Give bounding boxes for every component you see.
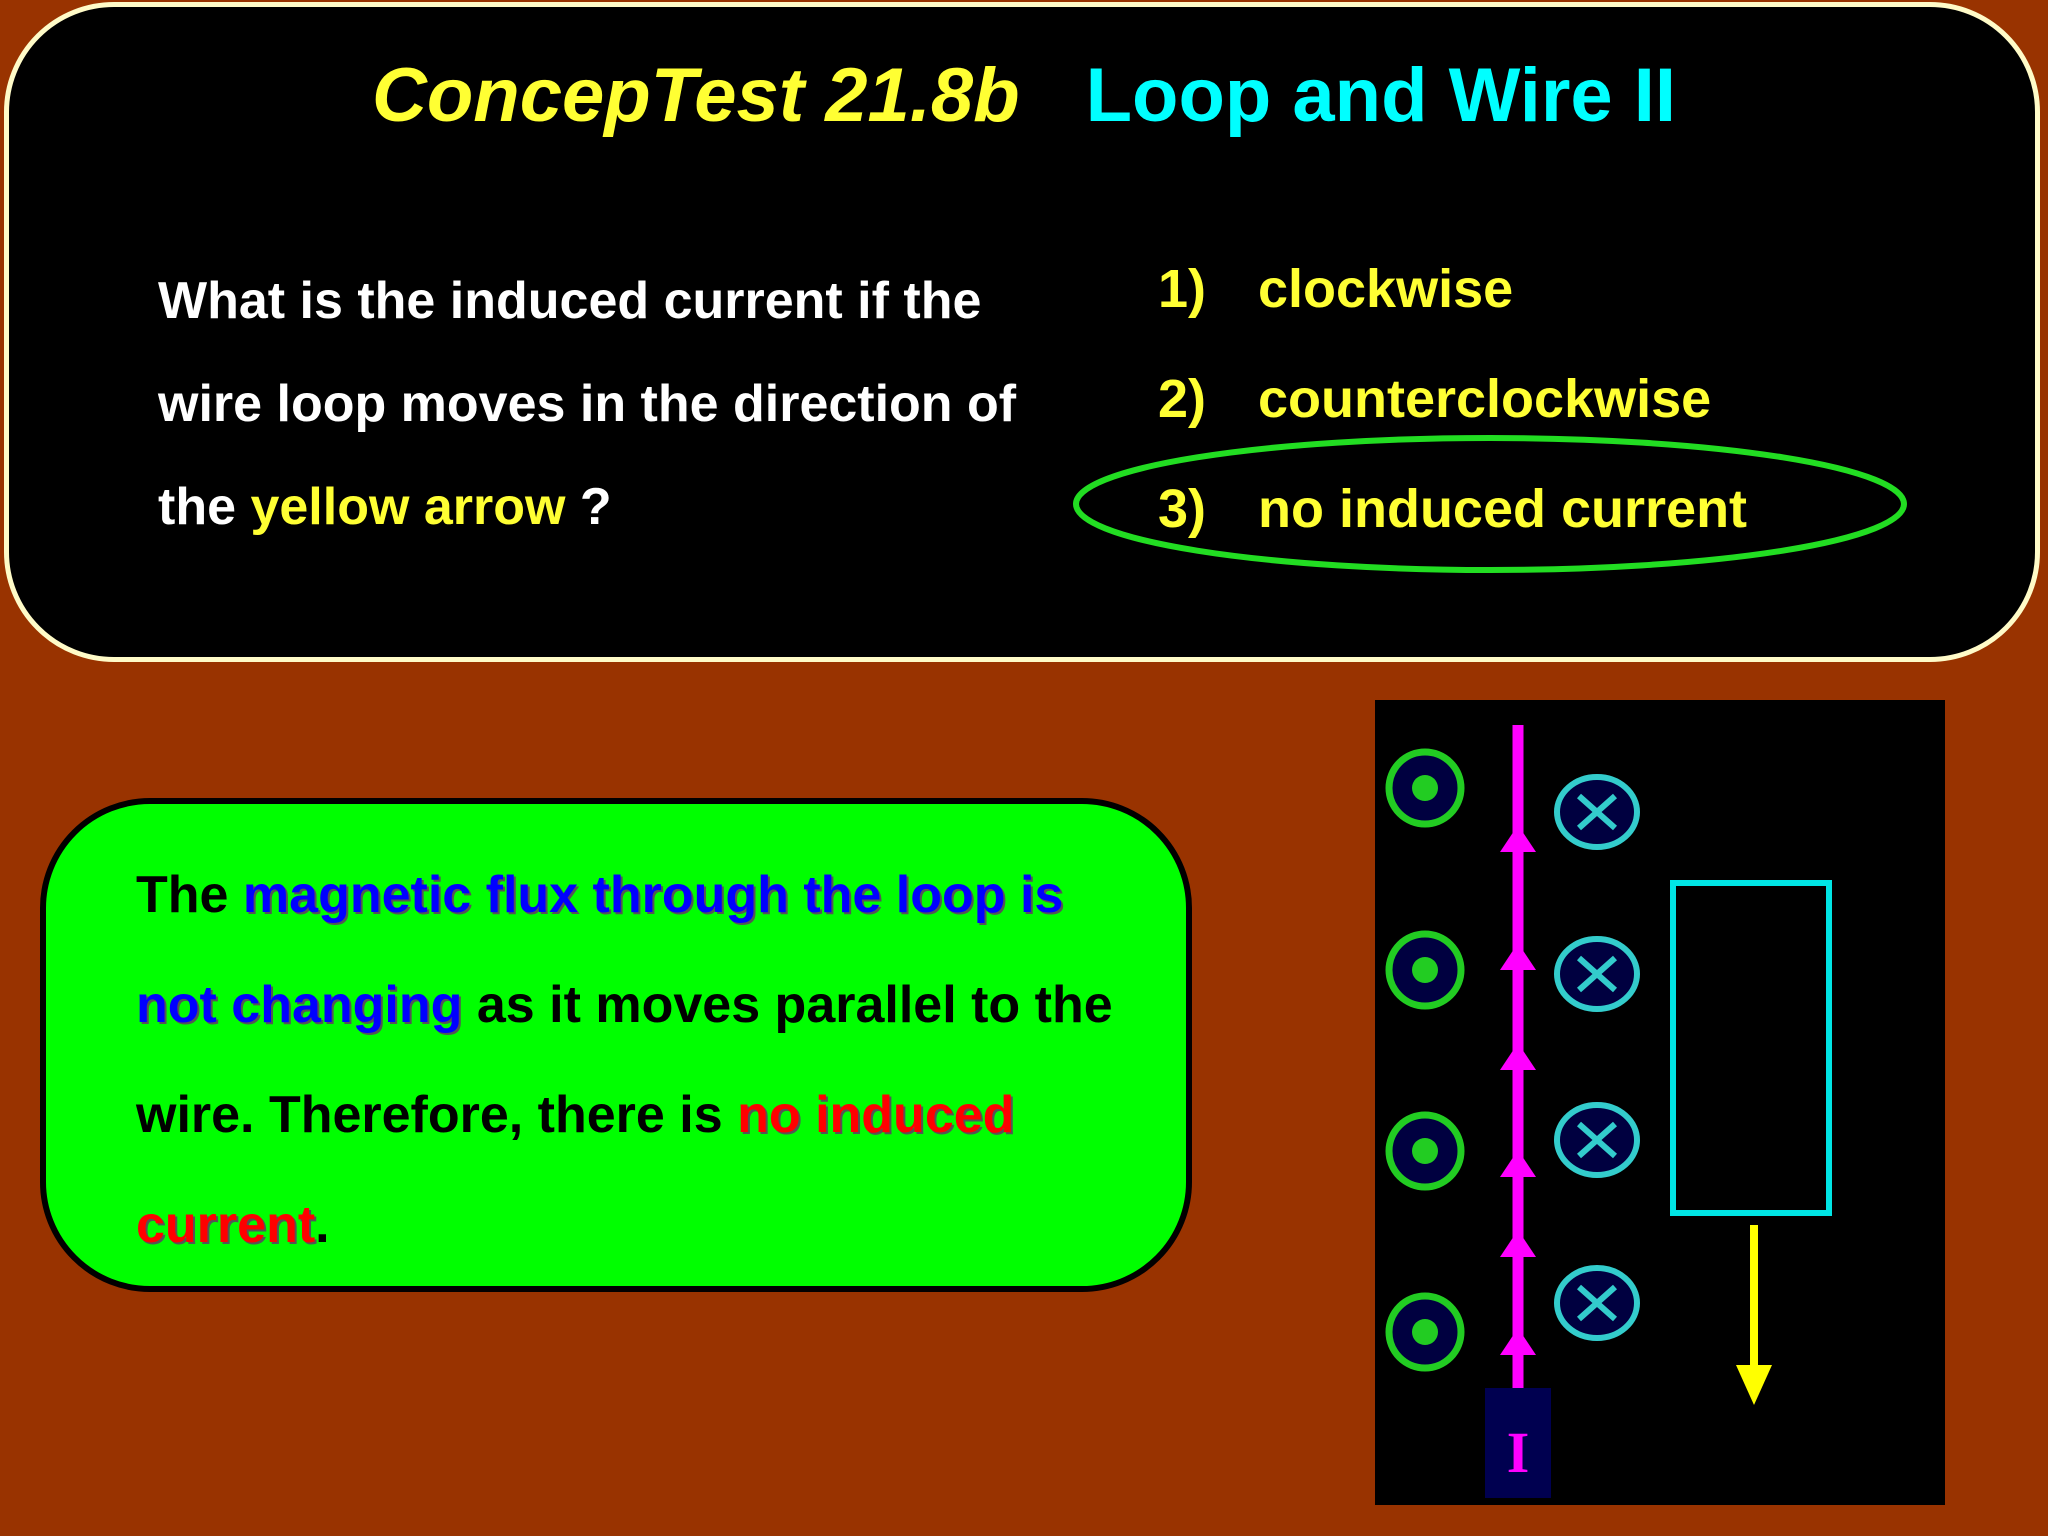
title-test-label: ConcepTest 21.8b [371,53,1020,138]
option-number: 3) [1158,479,1207,539]
field-out-of-page-symbol [1385,748,1465,828]
diagram-background [1375,700,1945,1505]
field-into-page-symbol [1554,1102,1640,1178]
current-arrow-icon [1500,825,1536,852]
wire-loop [1670,880,1832,1216]
field-into-page-symbol [1554,774,1640,850]
explanation-box [40,798,1192,1292]
question-part1: What is the induced current if the wire … [158,272,1017,536]
explanation-text: The magnetic flux through the loop is no… [136,840,1156,1280]
option-number: 2) [1158,369,1207,429]
wire-loop-diagram: I [1375,700,1945,1505]
option-2[interactable]: 2) counterclockwise [1158,368,1711,430]
question-panel [4,2,2040,662]
question-part2: ? [565,478,612,536]
question-highlight: yellow arrow [250,478,566,536]
title-topic: Loop and Wire II [1085,53,1677,138]
question-text: What is the induced current if the wire … [158,250,1038,559]
current-arrow-icon [1500,1043,1536,1070]
option-3[interactable]: 3) no induced current [1158,478,1747,540]
explanation-answer-highlight: no induced current [136,1086,1015,1254]
current-arrow-icon [1500,1230,1536,1257]
explanation-part1: The [136,866,243,924]
slide-title: ConcepTest 21.8b Loop and Wire II [0,52,2048,139]
current-arrow-icon [1500,1150,1536,1177]
current-label: I [1507,1420,1530,1485]
option-text: no induced current [1258,479,1748,539]
current-label-box [1485,1388,1551,1498]
current-arrow-icon [1500,943,1536,970]
explanation-flux-highlight: magnetic flux through the loop is not ch… [136,866,1064,1034]
option-text: counterclockwise [1258,369,1712,429]
field-out-of-page-symbol [1385,930,1465,1010]
option-text: clockwise [1258,259,1514,319]
answer-highlight-ellipse [1073,435,1907,573]
explanation-part3: . [315,1196,330,1254]
motion-arrow-icon [1736,1365,1772,1405]
option-number: 1) [1158,259,1207,319]
option-1[interactable]: 1) clockwise [1158,258,1513,320]
current-arrow-icon [1500,1328,1536,1355]
field-out-of-page-symbol [1385,1292,1465,1372]
explanation-part2: as it moves parallel to the wire. Theref… [136,976,1113,1144]
field-into-page-symbol [1554,936,1640,1012]
field-out-of-page-symbol [1385,1111,1465,1191]
field-into-page-symbol [1554,1265,1640,1341]
